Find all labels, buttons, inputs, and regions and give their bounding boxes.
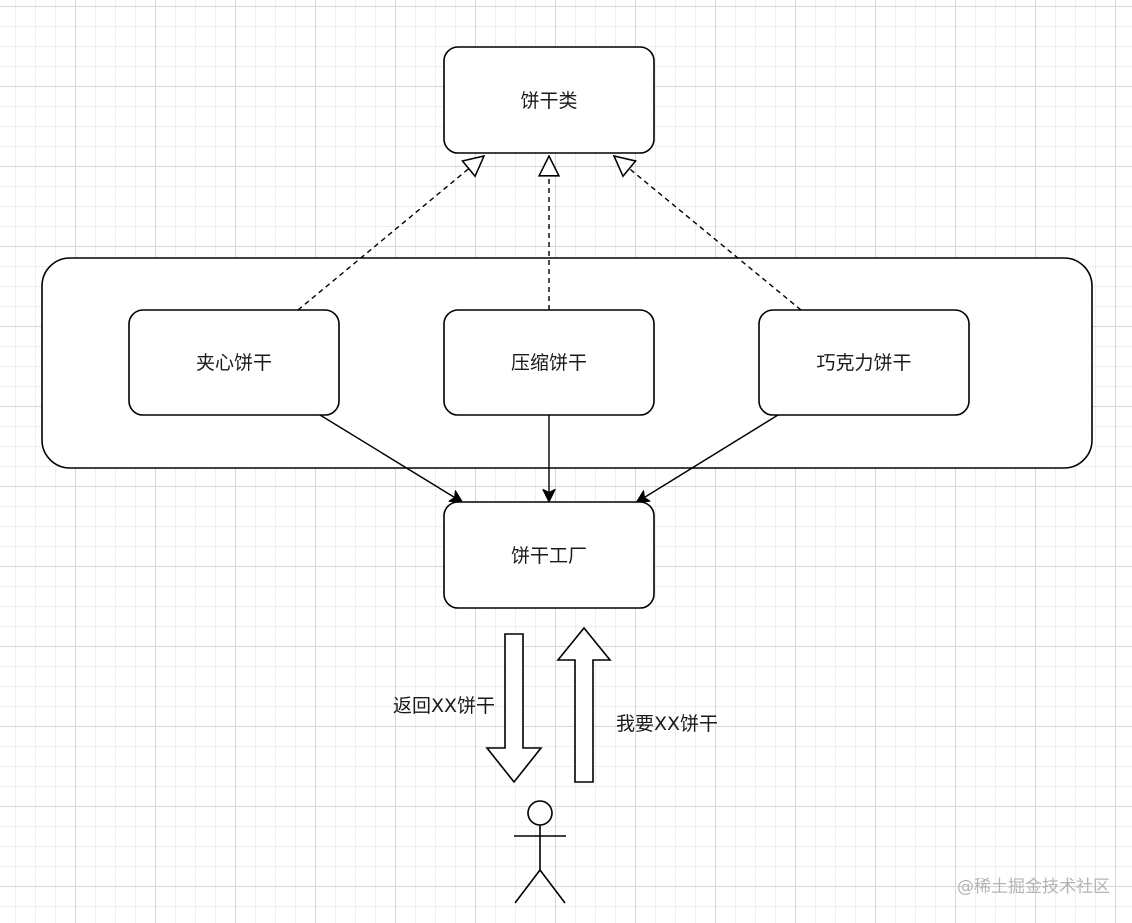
product-node-chocolate[interactable]: 巧克力饼干 xyxy=(758,309,970,416)
return-label: 返回XX饼干 xyxy=(393,695,495,717)
product-label-chocolate: 巧克力饼干 xyxy=(816,352,911,374)
return-block-arrow xyxy=(485,633,543,784)
request-label: 我要XX饼干 xyxy=(616,713,718,735)
realization-arrow-chocolate xyxy=(614,156,802,311)
product-label-sandwich: 夹心饼干 xyxy=(196,352,272,374)
realization-arrows xyxy=(297,156,802,311)
arrow-chocolate-to-factory xyxy=(637,414,779,502)
realization-arrow-sandwich xyxy=(297,156,484,311)
arrow-sandwich-to-factory xyxy=(319,414,462,502)
production-arrows xyxy=(319,414,779,502)
base-class-node[interactable]: 饼干类 xyxy=(443,46,655,154)
product-node-sandwich[interactable]: 夹心饼干 xyxy=(128,309,340,416)
request-block-arrow xyxy=(556,626,612,783)
base-class-label: 饼干类 xyxy=(520,90,577,112)
product-node-compressed[interactable]: 压缩饼干 xyxy=(443,309,655,416)
product-label-compressed: 压缩饼干 xyxy=(511,352,587,374)
factory-label: 饼干工厂 xyxy=(511,545,587,567)
user-actor-icon xyxy=(514,800,566,904)
factory-node[interactable]: 饼干工厂 xyxy=(443,501,655,609)
watermark: @稀土掘金技术社区 xyxy=(957,877,1110,897)
